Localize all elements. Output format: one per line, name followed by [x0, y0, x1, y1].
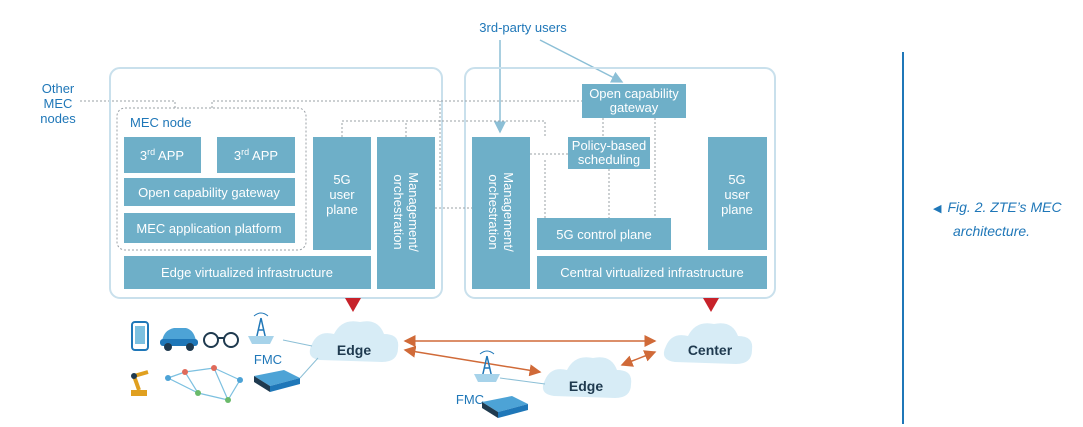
svg-text:gateway: gateway — [610, 100, 659, 115]
center-pointer-triangle — [703, 298, 719, 312]
edge-virtualized-infrastructure-label: Edge virtualized infrastructure — [161, 265, 333, 280]
ar-glasses-icon — [203, 332, 239, 348]
caption-line-2: architecture. — [953, 223, 1031, 239]
edge-cloud-2: Edge — [542, 357, 632, 398]
policy-scheduling-label: Policy-based scheduling — [572, 138, 646, 167]
fmc-label-1: FMC — [254, 352, 282, 367]
svg-text:orchestration: orchestration — [486, 174, 501, 249]
third-party-app-box-1 — [124, 137, 201, 173]
fmc-tower-icon-2 — [474, 350, 500, 382]
center-user-plane-box — [708, 137, 767, 250]
edge-cloud-1: Edge — [309, 321, 399, 362]
control-plane-label: 5G control plane — [556, 227, 651, 242]
svg-text:5G: 5G — [728, 172, 745, 187]
svg-text:plane: plane — [721, 202, 753, 217]
svg-text:scheduling: scheduling — [578, 152, 640, 167]
center-container — [464, 67, 776, 299]
policy-scheduling-box — [568, 137, 650, 169]
caption-pointer-icon: ◀ — [933, 203, 942, 215]
edge-user-plane-box — [313, 137, 371, 250]
svg-text:Center: Center — [688, 342, 733, 358]
svg-text:nodes: nodes — [40, 111, 76, 126]
iot-network-icon — [165, 365, 243, 403]
fmc-router-icon-1 — [254, 370, 300, 392]
fmc-tower-link-1 — [282, 339, 313, 347]
svg-text:Policy-based: Policy-based — [572, 138, 646, 153]
mec-node-label: MEC node — [130, 115, 191, 130]
svg-text:Edge: Edge — [569, 378, 603, 394]
fmc-tower-link-2 — [499, 377, 546, 385]
edge-container — [109, 67, 443, 299]
svg-text:orchestration: orchestration — [391, 174, 406, 249]
fmc-label-2: FMC — [456, 392, 484, 407]
control-plane-box — [537, 218, 671, 250]
center-management-label: Management/ orchestration — [486, 172, 516, 252]
third-party-app-label-1: 3rd APP — [140, 147, 184, 163]
third-party-app-box-2 — [217, 137, 295, 173]
robot-arm-icon — [131, 370, 149, 396]
fmc-router-icon-2 — [482, 396, 528, 418]
center-user-plane-label: 5G user plane — [721, 172, 753, 217]
third-party-users-label: 3rd-party users — [479, 20, 567, 35]
svg-text:Management/: Management/ — [406, 172, 421, 252]
dotted-interconnects — [211, 100, 656, 218]
mec-node-frame — [116, 107, 307, 251]
svg-text:Other: Other — [42, 81, 75, 96]
other-mec-nodes-label: Other MEC nodes — [40, 81, 76, 126]
center-management-box — [472, 137, 530, 289]
third-party-app-label-2: 3rd APP — [234, 147, 278, 163]
svg-text:user: user — [329, 187, 355, 202]
svg-text:user: user — [724, 187, 750, 202]
svg-text:Management/: Management/ — [501, 172, 516, 252]
svg-text:Open capability: Open capability — [589, 86, 679, 101]
svg-text:MEC: MEC — [44, 96, 73, 111]
edge-user-plane-label: 5G user plane — [326, 172, 358, 217]
edge-pointer-triangle — [345, 298, 361, 312]
users-to-gateway-arrow — [539, 39, 624, 83]
svg-text:5G: 5G — [333, 172, 350, 187]
edge-management-box — [377, 137, 435, 289]
edge-management-label: Management/ orchestration — [391, 172, 421, 252]
cloud-links — [403, 335, 657, 377]
caption-divider — [902, 52, 904, 424]
central-virtualized-infrastructure-box — [537, 256, 767, 289]
caption-line-1: Fig. 2. ZTE’s MEC — [947, 199, 1062, 215]
figure-caption: ◀ Fig. 2. ZTE’s MEC architecture. — [933, 196, 1083, 242]
mec-application-platform-label: MEC application platform — [136, 221, 281, 236]
fmc-tower-icon-1 — [248, 312, 274, 344]
edge-virtualized-infrastructure-box — [124, 256, 371, 289]
svg-text:plane: plane — [326, 202, 358, 217]
edge-open-capability-gateway-box — [124, 178, 295, 206]
center-open-capability-gateway-box — [582, 84, 686, 118]
car-icon — [160, 328, 198, 351]
smartphone-icon — [131, 321, 149, 351]
center-cloud: Center — [663, 323, 753, 364]
center-open-capability-gateway-label: Open capability gateway — [589, 86, 679, 115]
other-mec-dotted-link — [80, 100, 176, 108]
edge-open-capability-gateway-label: Open capability gateway — [138, 185, 280, 200]
mec-application-platform-box — [124, 213, 295, 243]
fmc-router-link-1 — [299, 357, 319, 379]
central-virtualized-infrastructure-label: Central virtualized infrastructure — [560, 265, 744, 280]
svg-text:Edge: Edge — [337, 342, 371, 358]
